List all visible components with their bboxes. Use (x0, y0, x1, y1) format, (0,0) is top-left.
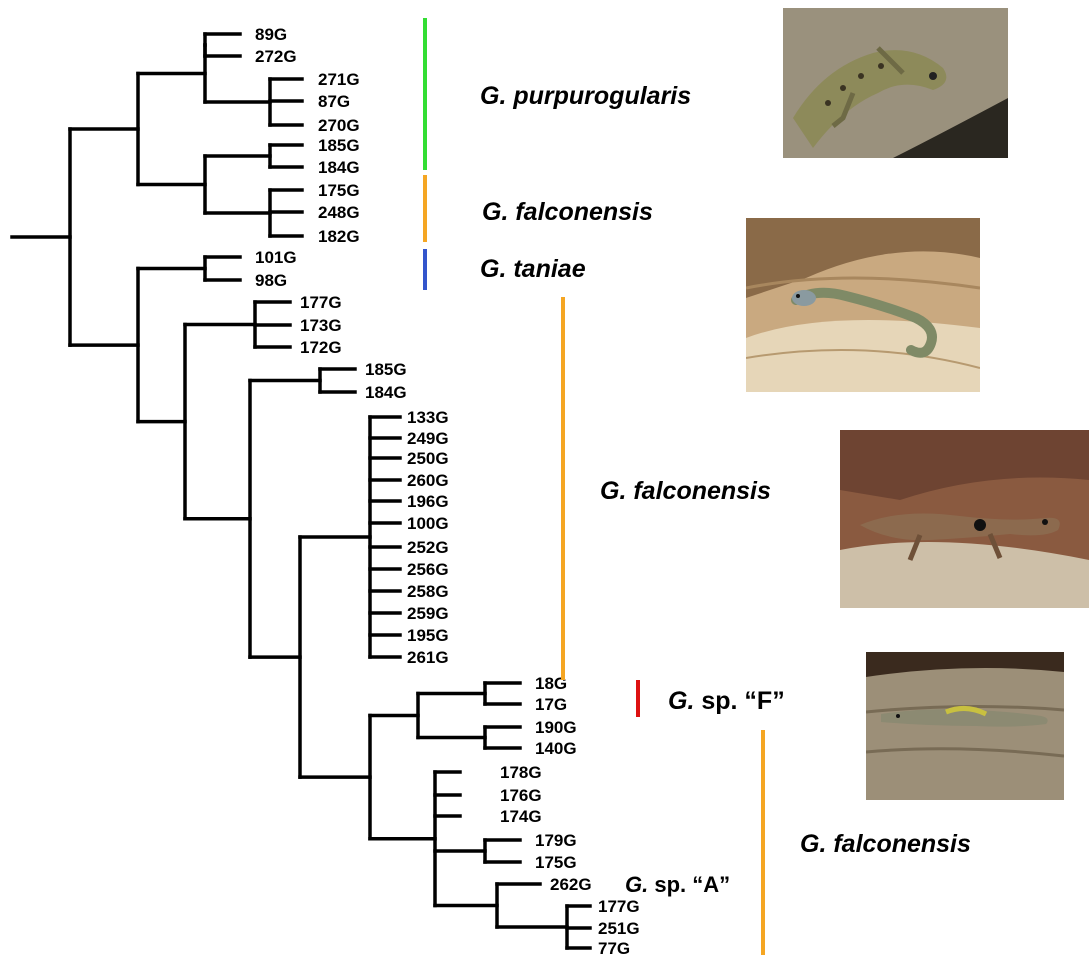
tip-label: 17G (535, 695, 567, 714)
tip-label: 176G (500, 786, 542, 805)
tip-label: 261G (407, 648, 449, 667)
tip-label: 185G (318, 136, 360, 155)
tip-label: 98G (255, 271, 287, 290)
tip-label: 87G (318, 92, 350, 111)
tip-label: 185G (365, 360, 407, 379)
tip-label: 133G (407, 408, 449, 427)
tip-label: 270G (318, 116, 360, 135)
tip-label: 251G (598, 919, 640, 938)
tip-label: 174G (500, 807, 542, 826)
tip-label: 271G (318, 70, 360, 89)
tip-label: 77G (598, 939, 630, 955)
clade-label-falconensis-2: G. falconensis (600, 477, 771, 505)
clade-label-taniae: G. taniae (480, 255, 586, 283)
tip-label: 249G (407, 429, 449, 448)
tip-label: 173G (300, 316, 342, 335)
clade-label-falconensis-3: G. falconensis (800, 830, 971, 858)
tip-label: 252G (407, 538, 449, 557)
tip-label: 100G (407, 514, 449, 533)
clade-label-falconensis-1: G. falconensis (482, 198, 653, 226)
tip-label: 190G (535, 718, 577, 737)
tip-label: 196G (407, 492, 449, 511)
tip-label: 89G (255, 25, 287, 44)
clade-label-purpurogularis: G. purpurogularis (480, 82, 691, 110)
tip-label: 175G (318, 181, 360, 200)
tip-label: 182G (318, 227, 360, 246)
tip-label: 101G (255, 248, 297, 267)
tip-label: 250G (407, 449, 449, 468)
tip-label: 259G (407, 604, 449, 623)
tip-label: 262G (550, 875, 592, 894)
tip-label: 178G (500, 763, 542, 782)
tip-label: 140G (535, 739, 577, 758)
tip-label: 258G (407, 582, 449, 601)
gecko-photo-2 (746, 218, 980, 392)
tip-label: 177G (300, 293, 342, 312)
gecko-photo-1 (783, 8, 1008, 158)
tip-label: 195G (407, 626, 449, 645)
gecko-photo-3 (840, 430, 1089, 608)
tip-label: 272G (255, 47, 297, 66)
tip-label: 256G (407, 560, 449, 579)
tip-label: 260G (407, 471, 449, 490)
clade-label-sp-a: G. sp. “A” (625, 872, 730, 897)
clade-label-sp-f: G. sp. “F” (668, 687, 785, 715)
tip-label: 184G (318, 158, 360, 177)
tip-label: 172G (300, 338, 342, 357)
tip-label: 184G (365, 383, 407, 402)
tip-label: 177G (598, 897, 640, 916)
tip-label: 248G (318, 203, 360, 222)
gecko-photo-4 (866, 652, 1064, 800)
tip-label: 175G (535, 853, 577, 872)
tip-label: 179G (535, 831, 577, 850)
